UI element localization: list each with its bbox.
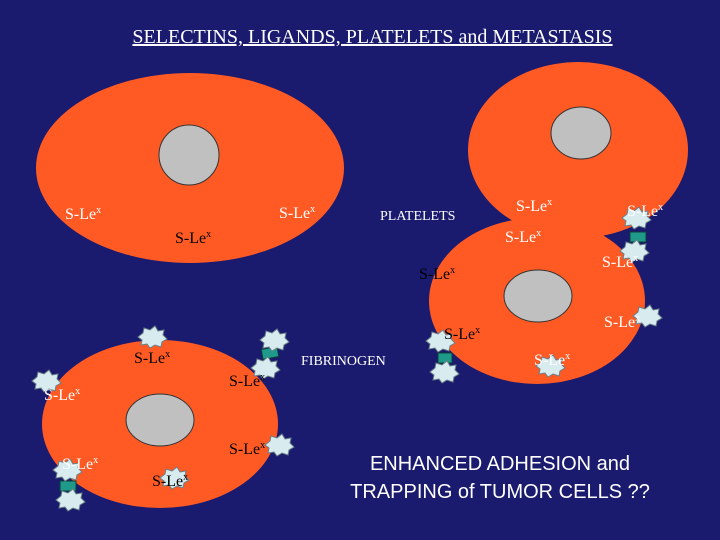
platelets-label: PLATELETS bbox=[380, 209, 456, 224]
platelet bbox=[535, 354, 566, 378]
platelet bbox=[137, 325, 168, 349]
nucleus-top-left bbox=[158, 124, 220, 186]
conclusion-text: ENHANCED ADHESION and TRAPPING of TUMOR … bbox=[310, 450, 690, 506]
ligand-label: S-Lex bbox=[279, 204, 316, 222]
fibrinogen-bridge bbox=[59, 480, 77, 492]
platelet bbox=[259, 328, 290, 352]
platelet bbox=[31, 369, 62, 393]
ligand-label: S-Lex bbox=[602, 253, 639, 271]
platelet bbox=[619, 239, 650, 263]
platelet bbox=[621, 206, 652, 230]
ligand-label: S-Lex bbox=[516, 197, 553, 215]
nucleus-bottom-left bbox=[125, 393, 195, 447]
ligand-label: S-Lex bbox=[604, 313, 641, 331]
platelet bbox=[159, 466, 190, 490]
slide-title: SELECTINS, LIGANDS, PLATELETS and METAST… bbox=[132, 26, 613, 48]
ligand-label: S-Lex bbox=[229, 440, 266, 458]
ligand-label: S-Lex bbox=[175, 229, 212, 247]
ligand-label: S-Lex bbox=[419, 265, 456, 283]
conclusion-line-1: ENHANCED ADHESION and bbox=[369, 453, 631, 475]
platelet bbox=[264, 433, 295, 457]
ligand-label: S-Lex bbox=[44, 386, 81, 404]
ligand-label: S-Lex bbox=[152, 472, 189, 490]
platelet bbox=[52, 458, 83, 482]
conclusion-line-2: TRAPPING of TUMOR CELLS ?? bbox=[350, 481, 650, 503]
fibrinogen-bridge bbox=[629, 231, 647, 243]
ligand-label: S-Lex bbox=[505, 228, 542, 246]
ligand-label: S-Lex bbox=[134, 349, 171, 367]
ligand-label: S-Lex bbox=[534, 351, 571, 369]
ligand-label: S-Lex bbox=[627, 202, 664, 220]
ligand-label: S-Lex bbox=[229, 372, 266, 390]
ligand-label: S-Lex bbox=[62, 455, 99, 473]
platelet bbox=[55, 488, 86, 512]
ligand-label: S-Lex bbox=[65, 205, 102, 223]
platelet bbox=[250, 356, 281, 380]
fibrinogen-bridge bbox=[437, 352, 453, 364]
platelet bbox=[429, 360, 460, 384]
platelet bbox=[632, 304, 663, 328]
platelet bbox=[425, 329, 456, 353]
fibrinogen-label: FIBRINOGEN bbox=[301, 354, 386, 369]
nucleus-middle-right bbox=[503, 269, 573, 323]
nucleus-top-right bbox=[550, 106, 612, 160]
ligand-label: S-Lex bbox=[444, 325, 481, 343]
